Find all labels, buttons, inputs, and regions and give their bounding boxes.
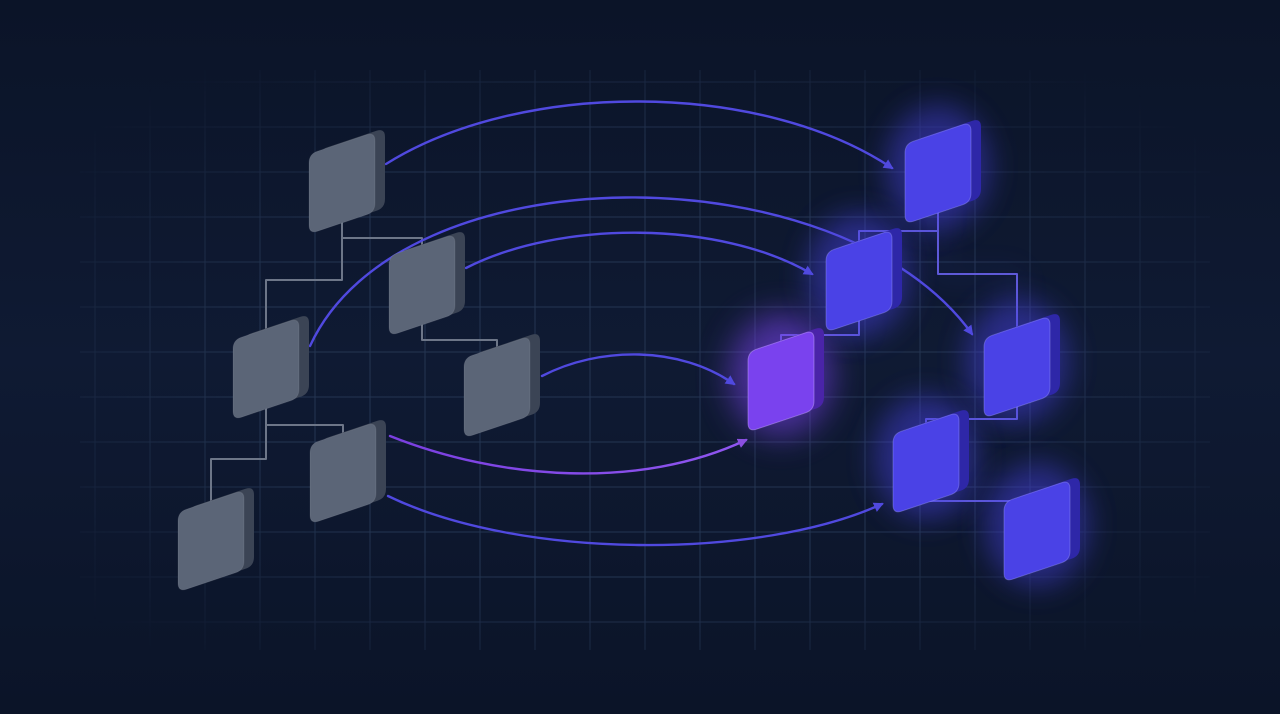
- arrow-path: [386, 494, 884, 547]
- arrow-path: [464, 231, 814, 276]
- node-face: [308, 133, 376, 233]
- node-s2: [232, 316, 309, 419]
- node-face: [747, 331, 815, 431]
- node-s4: [463, 334, 540, 437]
- node-t3: [983, 314, 1060, 417]
- mapping-arrows: [308, 100, 974, 547]
- node-face: [177, 491, 245, 591]
- node-s3: [388, 232, 465, 335]
- node-face: [232, 319, 300, 419]
- mapping-arrow-s4-t4: [540, 353, 736, 386]
- node-face: [892, 413, 960, 513]
- node-t2: [825, 228, 902, 331]
- node-s1: [308, 130, 385, 233]
- arrow-path: [388, 434, 748, 475]
- mapping-arrow-s1-t1: [384, 100, 894, 170]
- node-face: [904, 123, 972, 223]
- node-face: [463, 337, 531, 437]
- arrow-path: [384, 100, 894, 170]
- node-t6: [1003, 478, 1080, 581]
- node-t1: [904, 120, 981, 223]
- node-s6: [177, 488, 254, 591]
- mapping-arrow-s6-t5: [386, 494, 884, 547]
- node-t5: [892, 410, 969, 513]
- node-t4: [747, 328, 824, 431]
- node-face: [1003, 481, 1071, 581]
- node-face: [825, 231, 893, 331]
- mapping-arrow-s5-t4: [388, 434, 748, 475]
- node-face: [309, 423, 377, 523]
- tree-nodes: [177, 120, 1080, 591]
- node-face: [388, 235, 456, 335]
- tree-connector: [210, 363, 267, 535]
- mapping-arrow-s3-t2: [464, 231, 814, 276]
- node-face: [983, 317, 1051, 417]
- node-s5: [309, 420, 386, 523]
- arrow-path: [540, 353, 736, 386]
